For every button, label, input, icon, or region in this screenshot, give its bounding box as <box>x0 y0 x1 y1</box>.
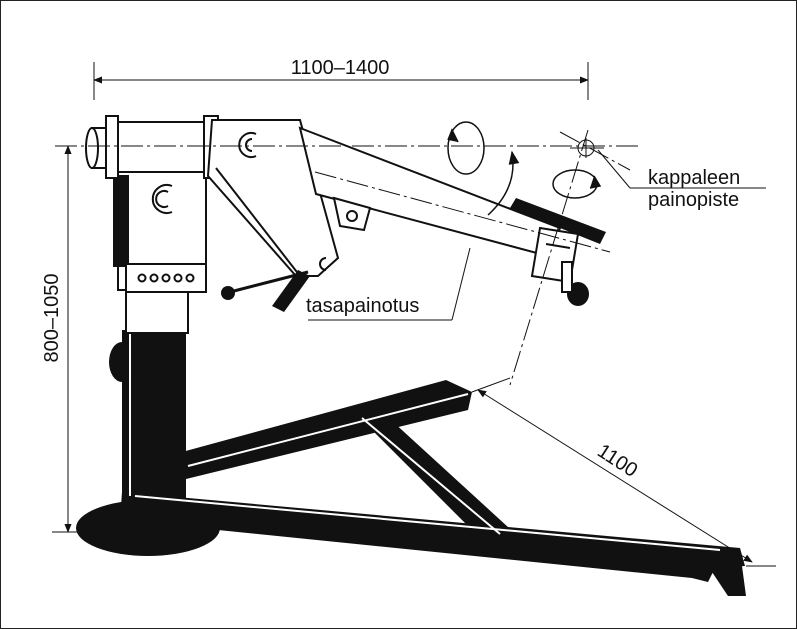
head-assembly <box>85 115 340 334</box>
cg-leader <box>597 149 631 189</box>
indicator-light <box>161 273 171 283</box>
cg-diagonal <box>559 131 631 171</box>
rear-leg-highlight <box>187 393 469 467</box>
rotation-arrow-2-head <box>589 175 602 189</box>
c-logo-bracket-inner <box>245 138 253 152</box>
top-dimension-label: 1100–1400 <box>291 57 390 79</box>
bracket-inner-line <box>215 167 301 277</box>
cg-vertical <box>509 129 589 386</box>
foot-tip <box>708 566 746 596</box>
indicator-light <box>185 273 195 283</box>
base-frame <box>76 330 746 596</box>
clamp-stem <box>561 261 573 293</box>
axis-lines <box>55 129 640 386</box>
tilt-bracket <box>206 119 340 277</box>
rotation-arrows <box>447 121 602 216</box>
leg-dim-line <box>477 389 753 563</box>
brace-highlight <box>361 417 501 535</box>
leg-dimension-label: 1100 <box>593 440 641 482</box>
c-logo-housing <box>151 184 173 214</box>
balancing-leader-1 <box>451 247 471 321</box>
lever-handle <box>272 270 310 312</box>
leg-dim-ext <box>471 377 511 393</box>
flange-left <box>105 115 119 179</box>
indicator-light <box>149 273 159 283</box>
c-logo-small <box>319 257 327 271</box>
arm-beam <box>298 126 562 258</box>
column-sleeve <box>125 287 189 334</box>
tilt-arrow <box>487 150 520 216</box>
centre-of-gravity-label-2: painopiste <box>648 189 739 211</box>
dimension-lines <box>52 62 776 567</box>
shaft-tube <box>105 121 217 173</box>
arm-end-line <box>545 243 571 249</box>
centre-of-gravity-label-1: kappaleen <box>648 167 740 189</box>
shaft-cap <box>85 127 99 169</box>
c-logo-housing-inner <box>155 190 169 208</box>
indicator-light <box>173 273 183 283</box>
lever <box>221 270 310 312</box>
balancing-label: tasapainotus <box>306 295 419 317</box>
tilting-arm <box>298 126 580 284</box>
c-logo-bracket <box>238 132 257 158</box>
arm-axis <box>314 171 611 253</box>
lever-knob <box>221 286 235 300</box>
rotation-arrow-1-head <box>447 128 459 143</box>
column-knob <box>109 342 135 382</box>
bracket-hole <box>346 210 358 222</box>
rotation-arrow-1 <box>447 121 485 175</box>
indicator-light <box>137 273 147 283</box>
workpiece-plate <box>510 198 606 244</box>
housing-side-black <box>113 175 129 267</box>
height-dimension-label: 800–1050 <box>41 274 63 363</box>
